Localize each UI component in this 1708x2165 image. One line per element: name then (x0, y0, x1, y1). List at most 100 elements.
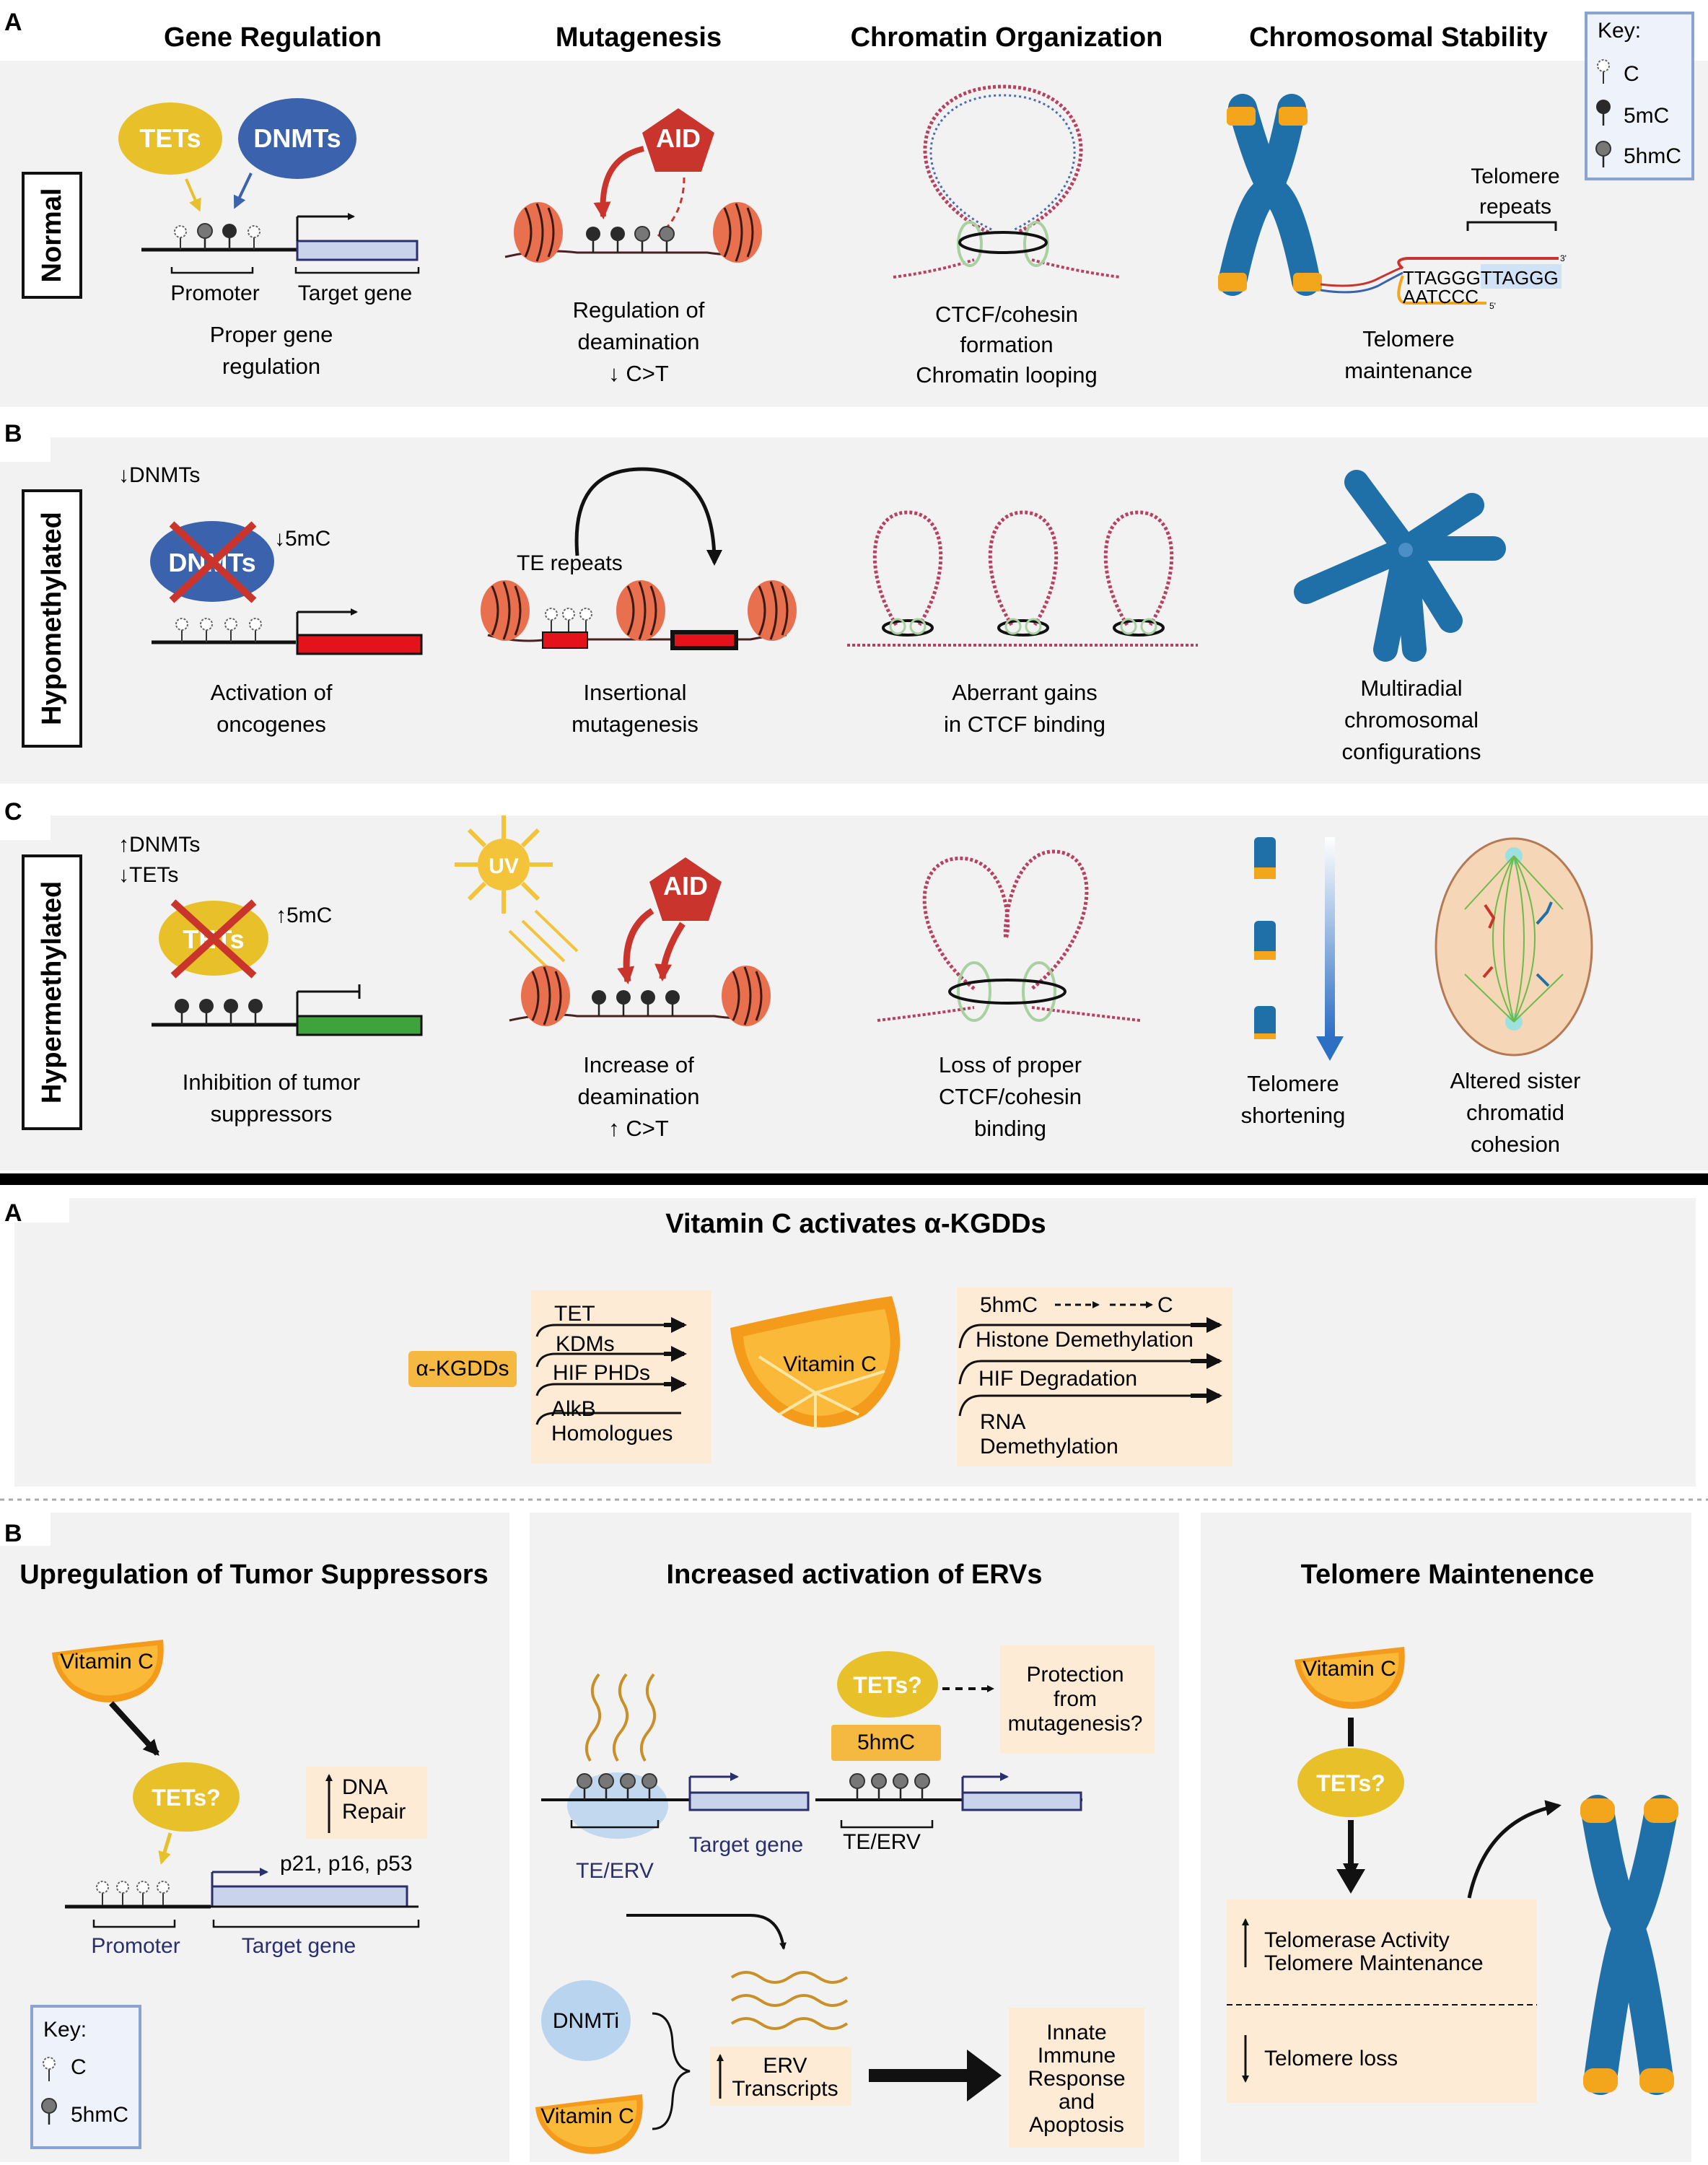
telomere-down-label: Telomere loss (1264, 2047, 1398, 2070)
dnmts-label: DNMTs (253, 123, 341, 153)
multiradial-chromosome-icon (1294, 470, 1506, 662)
tets-label: TETs? (152, 1785, 220, 1811)
outcome-item: HIF Degradation (978, 1367, 1137, 1391)
nucleosome-icon (567, 1772, 668, 1839)
caption: deamination (578, 1084, 700, 1109)
caption: mutagenesis (571, 712, 698, 737)
caption: formation (960, 332, 1053, 357)
cell-icon (1435, 837, 1593, 1057)
up-5mc-label: ↑5mC (276, 904, 332, 927)
target-gene-label: Target gene (689, 1833, 803, 1857)
hmc-badge (831, 1725, 941, 1761)
caption: ↑ C>T (608, 1116, 669, 1141)
caption: ↓ C>T (608, 361, 669, 386)
aid-pentagon (642, 108, 714, 172)
target-item: AlkB (551, 1397, 596, 1421)
caption: CTCF/cohesin (935, 302, 1078, 327)
key-title: Key: (43, 2018, 87, 2042)
caption: Proper gene (210, 322, 333, 347)
innate-label: Immune (1038, 2044, 1116, 2068)
caption: shortening (1241, 1103, 1346, 1128)
protection-label: mutagenesis? (1008, 1712, 1143, 1736)
a-stability: Telomere repeats TTAGGGTTAGGG AATCCC 3' … (1218, 94, 1567, 383)
tets-bubble (1297, 1748, 1404, 1817)
bottom-letter-b: B (4, 1520, 22, 1547)
aid-label: AID (656, 123, 701, 153)
erv-column: Increased activation of ERVs TETs? Prote… (535, 1560, 1155, 2154)
header-stability: Chromosomal Stability (1249, 22, 1548, 53)
caption: Increase of (583, 1052, 694, 1077)
aid-pentagon (649, 857, 722, 921)
key-title: Key: (1598, 19, 1641, 43)
row-label-normal: Normal (22, 172, 82, 299)
bottom-letter-a: A (4, 1199, 22, 1227)
key-box: Key: C 5hmC (30, 2005, 141, 2149)
dna-repair-label: Repair (342, 1800, 406, 1824)
b-chromatin: Aberrant gains in CTCF binding (847, 510, 1198, 737)
header-mutagenesis: Mutagenesis (556, 22, 722, 53)
a-chromatin: CTCF/cohesin formation Chromatin looping (893, 84, 1121, 388)
orange-slice-icon (535, 2094, 643, 2154)
sun-icon (455, 815, 553, 914)
caption: chromosomal (1344, 707, 1479, 732)
dnmti-label: DNMTi (553, 2009, 619, 2033)
caption: cohesion (1471, 1132, 1560, 1157)
figure-divider (0, 1173, 1708, 1185)
akgdds-badge (408, 1351, 517, 1387)
outcome-c: C (1157, 1293, 1173, 1317)
caption: Multiradial (1360, 675, 1462, 701)
target-gene-label: Target gene (242, 1934, 356, 1958)
caption: Aberrant gains (952, 680, 1098, 705)
dnmti-bubble (541, 1980, 631, 2061)
row-label-hypomethylated: Hypomethylated (22, 489, 82, 748)
caption: Telomere (1362, 326, 1455, 351)
c-gene-regulation: ↑DNMTs ↓TETs TETs ↑5mC Inhibition of tum… (118, 833, 423, 1127)
key-c-label: C (71, 2055, 87, 2079)
bottom-a-title: Vitamin C activates α-KGDDs (665, 1209, 1046, 1239)
kgdd-diagram: α-KGDDs TET KDMs HIF PHDs AlkB Homologue… (408, 1287, 1232, 1466)
prime-5: 5' (1489, 301, 1496, 311)
c-chromatin: Loss of proper CTCF/cohesin binding (877, 849, 1141, 1141)
a-mutagenesis: AID Regulation of deamination ↓ C>T (504, 108, 763, 386)
aid-label: AID (663, 871, 708, 901)
innate-label: Innate (1046, 2021, 1106, 2044)
down-5mc-label: ↓5mC (274, 527, 330, 551)
tets-bubble (133, 1762, 240, 1832)
header-chromatin: Chromatin Organization (851, 22, 1163, 53)
te-erv-label: TE/ERV (843, 1830, 921, 1854)
target-item: TET (554, 1302, 595, 1326)
orange-slice-icon (52, 1640, 164, 1702)
sequence-bottom: AATCCC (1403, 286, 1479, 307)
target-item: KDMs (556, 1332, 615, 1356)
vitamin-c-label: Vitamin C (540, 2104, 634, 2128)
caption: Loss of proper (939, 1052, 1082, 1077)
erv-label: Transcripts (732, 2077, 838, 2101)
telomere-up-label: Telomerase Activity (1264, 1928, 1450, 1952)
sequence-top: TTAGGGTTAGGG (1403, 267, 1559, 289)
key-5mc-label: 5mC (1624, 104, 1669, 128)
vitamin-c-label: Vitamin C (60, 1650, 154, 1674)
orange-slice-icon (730, 1296, 901, 1429)
col2-title: Increased activation of ERVs (667, 1560, 1043, 1590)
outcome-5hmc: 5hmC (980, 1293, 1038, 1317)
header-gene-regulation: Gene Regulation (164, 22, 382, 53)
protection-label: from (1054, 1687, 1097, 1711)
caption: CTCF/cohesin (939, 1084, 1082, 1109)
target-gene-box (211, 1885, 408, 1908)
a-gene-regulation: TETs DNMTs Promoter Target gene Proper g… (118, 98, 420, 379)
te-erv-label: TE/ERV (576, 1859, 654, 1883)
prime-3: 3' (1560, 253, 1567, 263)
c-mutagenesis: UV AID Increase of deamination ↑ C>T (455, 815, 772, 1141)
outcome-item: RNA (980, 1410, 1025, 1434)
caption: configurations (1341, 739, 1481, 764)
promoter-label: Promoter (170, 281, 259, 305)
c-telomere: Telomere shortening (1241, 837, 1346, 1128)
erv-transcripts-box (710, 2047, 851, 2106)
outcome-item: Demethylation (980, 1435, 1118, 1458)
caption: Telomere (1471, 165, 1559, 188)
svg-text:Hypomethylated: Hypomethylated (37, 512, 67, 725)
caption: maintenance (1344, 358, 1473, 383)
dna-repair-label: DNA (342, 1775, 387, 1799)
caption: repeats (1479, 195, 1551, 219)
key-box: Key: C 5mC 5hmC (1585, 12, 1694, 180)
